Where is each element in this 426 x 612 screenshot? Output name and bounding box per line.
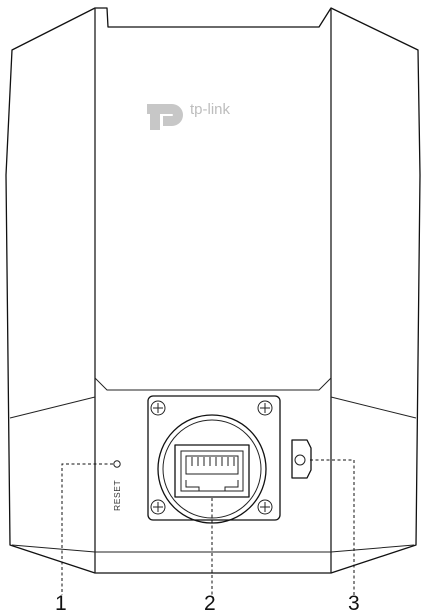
mounting-lock bbox=[291, 439, 312, 479]
brand-logo-text: tp-link bbox=[190, 101, 231, 118]
callout-number-1: 1 bbox=[55, 592, 67, 612]
ethernet-port bbox=[147, 395, 281, 524]
callout-leaders bbox=[61, 459, 355, 595]
tp-link-logo-icon bbox=[147, 104, 183, 130]
screw-icon bbox=[257, 499, 273, 515]
screw-icon bbox=[150, 499, 166, 515]
device-housing bbox=[5, 7, 421, 574]
callout-number-3: 3 bbox=[348, 592, 360, 612]
reset-label: RESET bbox=[112, 480, 122, 511]
reset-button: RESET bbox=[112, 460, 122, 511]
screw-icon bbox=[257, 400, 273, 416]
brand-logo: tp-link bbox=[147, 101, 231, 130]
screw-icon bbox=[150, 400, 166, 416]
callout-number-2: 2 bbox=[204, 592, 216, 612]
rj45-jack-icon bbox=[174, 444, 250, 498]
